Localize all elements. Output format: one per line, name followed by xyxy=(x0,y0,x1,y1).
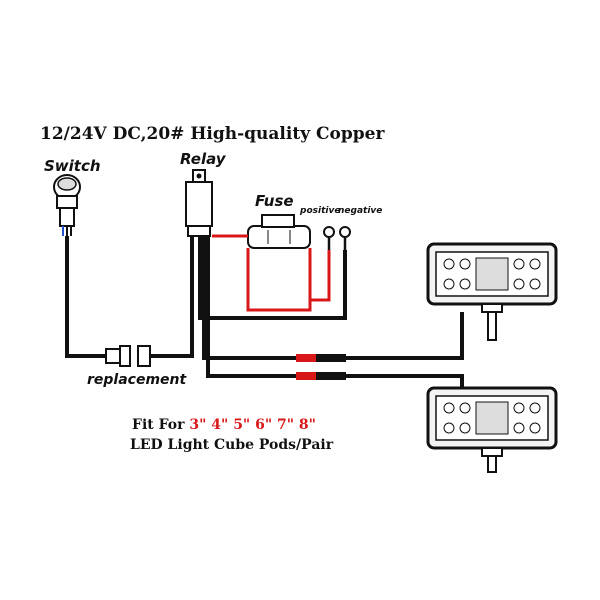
connector-icon xyxy=(105,345,151,367)
relay-icon xyxy=(185,169,213,237)
switch-icon xyxy=(53,174,81,236)
negative-label: negative xyxy=(338,206,383,216)
led-light-bar-icon xyxy=(426,242,558,341)
fit-for-product: LED Light Cube Pods/Pair xyxy=(130,437,334,453)
fuse-label: Fuse xyxy=(255,192,294,210)
fit-for-line: Fit For 3" 4" 5" 6" 7" 8" xyxy=(132,417,316,433)
positive-label: positive xyxy=(300,206,341,216)
fit-for-prefix: Fit For xyxy=(132,417,185,433)
led-light-bar-icon xyxy=(426,386,558,473)
switch-label: Switch xyxy=(44,157,101,175)
power-wire xyxy=(212,234,331,312)
fit-for-sizes: 3" 4" 5" 6" 7" 8" xyxy=(189,417,316,433)
wire-harness xyxy=(65,236,464,408)
ring-terminal-icon xyxy=(323,226,351,250)
fuse-holder-icon xyxy=(247,214,311,249)
replacement-label: replacement xyxy=(87,372,187,388)
wire-ends xyxy=(296,354,346,380)
diagram-title: 12/24V DC,20# High-quality Copper xyxy=(40,124,385,144)
relay-label: Relay xyxy=(180,150,226,168)
